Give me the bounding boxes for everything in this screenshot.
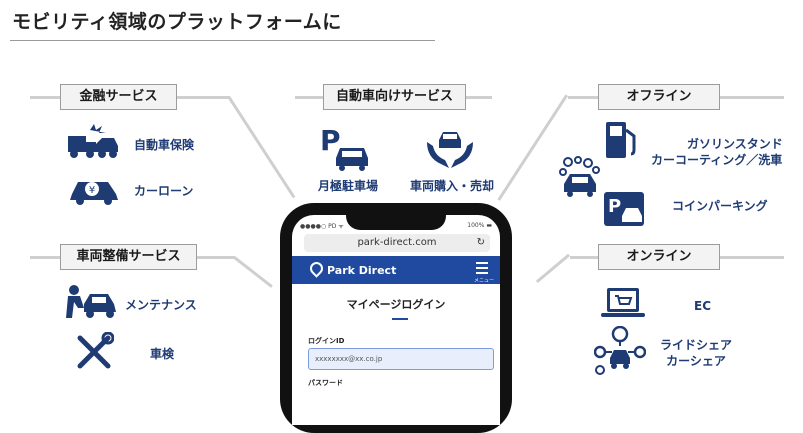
coin-parking-icon: P — [604, 192, 644, 226]
browser-url-bar[interactable]: park-direct.com ↻ — [304, 234, 490, 252]
category-online: オンライン — [598, 244, 720, 270]
wrench-screwdriver-icon — [77, 332, 114, 369]
connector-seibi-h — [30, 256, 60, 259]
svg-text:P: P — [608, 196, 621, 217]
car-loan-icon: ¥ — [70, 182, 118, 205]
connector-offline-h — [718, 96, 784, 99]
car-hands-icon — [427, 132, 473, 168]
category-financial: 金融サービス — [60, 84, 177, 110]
password-label: パスワード — [308, 379, 343, 387]
service-gas-station: ガソリンスタンド カーコーティング／洗車 — [651, 136, 783, 168]
login-id-input[interactable]: xxxxxxxx@xx.co.jp — [308, 348, 494, 370]
service-inspection: 車検 — [150, 347, 175, 361]
car-wash-icon — [559, 156, 600, 197]
status-battery: 100% ▬ — [467, 222, 492, 229]
connector-online-diag — [535, 253, 570, 283]
share-network-icon — [594, 326, 646, 375]
connector-online-h2 — [570, 256, 598, 259]
connector-online-h — [718, 256, 784, 259]
site-brand-name: Park Direct — [327, 264, 397, 277]
service-purchase-sale: 車両購入・売却 — [410, 179, 495, 193]
service-monthly-parking: 月極駐車場 — [318, 179, 379, 193]
mechanic-car-icon — [66, 285, 116, 318]
category-offline: オフライン — [598, 84, 720, 110]
connector-offline-h2 — [568, 96, 598, 99]
svg-text:¥: ¥ — [89, 185, 95, 196]
service-car-insurance: 自動車保険 — [134, 138, 195, 152]
login-page-title: マイページログイン — [346, 298, 446, 311]
page-title: モビリティ領域のプラットフォームに — [12, 11, 342, 33]
status-carrier: ●●●●○ PD ᯤ — [300, 223, 344, 230]
service-car-loan: カーローン — [134, 184, 194, 198]
map-pin-icon — [307, 259, 326, 278]
parking-car-icon: P — [320, 124, 368, 171]
connector-kinyu-h — [30, 96, 60, 99]
connector-jidousha-h2 — [464, 96, 492, 99]
service-coin-parking: コインパーキング — [672, 199, 768, 213]
service-rideshare-line1: ライドシェア — [660, 338, 733, 352]
connector-kinyu-diag — [227, 96, 296, 199]
connector-kinyu-h2 — [175, 96, 230, 99]
gas-station-icon — [606, 122, 636, 158]
menu-label: メニュー — [474, 278, 495, 284]
login-title-underline — [392, 318, 408, 320]
service-gas-station-line1: ガソリンスタンド — [687, 137, 783, 151]
svg-text:P: P — [320, 124, 341, 157]
site-header — [292, 256, 500, 284]
title-divider — [10, 40, 435, 41]
service-rideshare: ライドシェア カーシェア — [660, 337, 732, 369]
laptop-cart-icon — [601, 288, 645, 317]
phone-status-bar: ●●●●○ PD ᯤ 100% ▬ — [300, 222, 492, 230]
site-logo[interactable]: Park Direct — [307, 259, 397, 278]
connector-seibi-diag — [233, 256, 273, 288]
hamburger-menu-icon[interactable] — [476, 262, 488, 277]
service-maintenance: メンテナンス — [125, 298, 197, 312]
connector-seibi-h2 — [195, 256, 235, 259]
connector-jidousha-h — [295, 96, 323, 99]
login-id-label: ログインID — [308, 337, 345, 345]
car-crash-icon — [68, 124, 118, 158]
reload-icon[interactable]: ↻ — [476, 237, 485, 248]
category-maintenance: 車両整備サービス — [60, 244, 197, 270]
service-rideshare-line2: カーシェア — [666, 354, 726, 368]
service-gas-station-line2: カーコーティング／洗車 — [651, 153, 783, 167]
url-text: park-direct.com — [357, 237, 437, 248]
category-automotive: 自動車向けサービス — [323, 84, 466, 110]
phone-notch — [346, 212, 446, 230]
service-ec: EC — [694, 299, 712, 313]
